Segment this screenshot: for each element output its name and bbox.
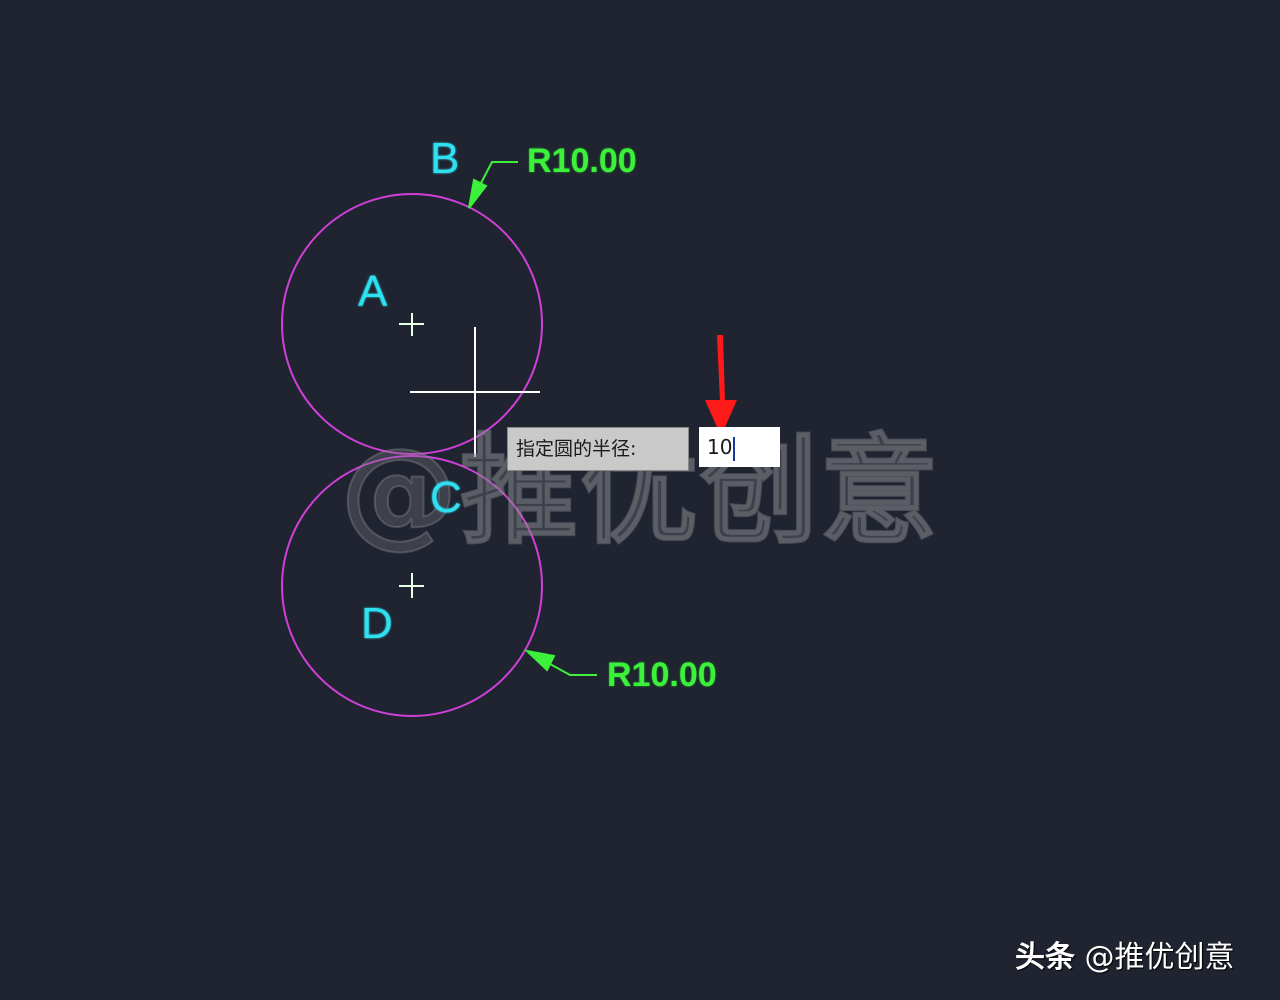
label-a: A: [358, 267, 388, 316]
label-b: B: [430, 134, 460, 183]
footer-watermark: 头条 @推优创意: [1015, 932, 1235, 976]
leader-bottom-icon: [523, 649, 597, 676]
text-caret: [733, 436, 736, 461]
radius-input-value: 10: [707, 435, 733, 459]
radius-input[interactable]: 10: [699, 427, 780, 467]
label-c: C: [430, 473, 462, 522]
dimension-bottom: R10.00: [607, 656, 717, 694]
dimension-top: R10.00: [527, 142, 637, 180]
center-mark-d-icon: [399, 573, 424, 598]
label-d: D: [361, 599, 393, 648]
circle-bottom[interactable]: [281, 455, 543, 717]
crosshair-cursor-icon: [410, 327, 540, 457]
leader-top-icon: [468, 161, 518, 209]
footer-handle: @推优创意: [1084, 940, 1235, 975]
center-mark-a-icon: [399, 313, 424, 336]
footer-brand: 头条: [1015, 940, 1075, 975]
command-prompt-label: 指定圆的半径:: [507, 427, 689, 471]
red-arrow-icon: [705, 335, 737, 436]
circle-top[interactable]: [281, 193, 543, 455]
